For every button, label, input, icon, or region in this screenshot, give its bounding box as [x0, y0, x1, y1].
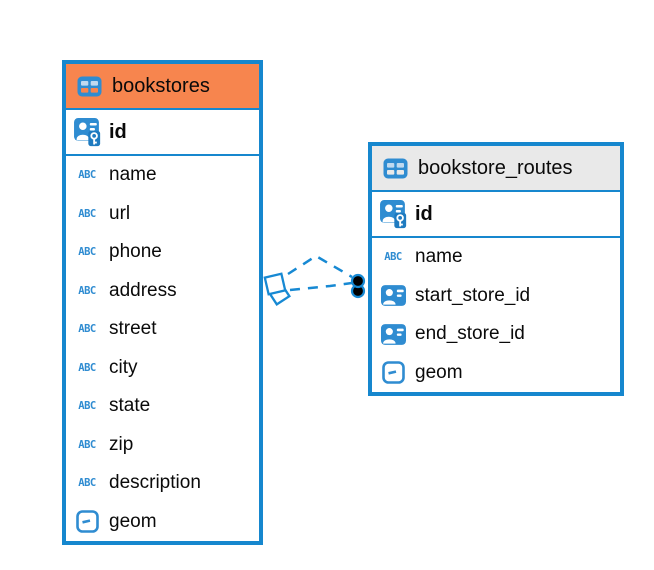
column-name: street [109, 318, 157, 340]
column-name: name [109, 164, 157, 186]
column-row-url[interactable]: ABC url [66, 195, 259, 234]
column-row-id[interactable]: id [372, 192, 620, 238]
relationship-endpoint-dot [350, 273, 366, 289]
text-icon: ABC [78, 323, 96, 336]
table-header[interactable]: bookstores [66, 64, 259, 110]
column-name: description [109, 472, 201, 494]
column-row-city[interactable]: ABC city [66, 349, 259, 388]
text-icon: ABC [78, 477, 96, 490]
column-name: start_store_id [415, 284, 531, 306]
column-row-phone[interactable]: ABC phone [66, 233, 259, 272]
table-icon [381, 153, 409, 183]
relationship-line[interactable] [289, 281, 353, 292]
many-cardinality-marker [263, 272, 291, 306]
column-name: end_store_id [415, 323, 525, 345]
relationship-line[interactable] [287, 254, 353, 279]
column-row-zip[interactable]: ABC zip [66, 426, 259, 465]
column-row-address[interactable]: ABC address [66, 272, 259, 311]
table-title: bookstore_routes [418, 156, 573, 179]
column-row-geom[interactable]: geom [66, 503, 259, 542]
table-title: bookstores [112, 74, 210, 97]
column-name: phone [109, 241, 162, 263]
column-name: id [415, 202, 433, 225]
column-row-name[interactable]: ABC name [66, 156, 259, 195]
column-row-end_store_id[interactable]: end_store_id [372, 315, 620, 354]
column-name: state [109, 395, 151, 417]
table-bookstore-routes[interactable]: bookstore_routes id ABC name start_store_… [368, 142, 624, 396]
text-icon: ABC [78, 400, 96, 413]
table-header[interactable]: bookstore_routes [372, 146, 620, 192]
column-row-start_store_id[interactable]: start_store_id [372, 277, 620, 316]
text-icon: ABC [78, 169, 96, 182]
primary-key-icon [73, 117, 101, 147]
table-icon [75, 71, 103, 101]
column-name: id [109, 120, 127, 143]
column-row-street[interactable]: ABC street [66, 310, 259, 349]
column-name: geom [109, 510, 157, 532]
primary-key-icon [379, 199, 407, 229]
column-row-state[interactable]: ABC state [66, 387, 259, 426]
column-name: address [109, 279, 177, 301]
column-name: zip [109, 433, 134, 455]
column-name: geom [415, 361, 463, 383]
text-icon: ABC [78, 438, 96, 451]
text-icon: ABC [78, 207, 96, 220]
column-name: city [109, 356, 138, 378]
reference-icon [379, 319, 407, 349]
text-icon: ABC [78, 246, 96, 259]
geometry-icon [73, 507, 101, 537]
text-icon: ABC [78, 361, 96, 374]
column-row-geom[interactable]: geom [372, 354, 620, 393]
column-name: name [415, 246, 463, 268]
column-name: url [109, 202, 131, 224]
reference-icon [379, 281, 407, 311]
text-icon: ABC [78, 284, 96, 297]
text-icon: ABC [384, 251, 402, 264]
column-row-id[interactable]: id [66, 110, 259, 156]
column-row-description[interactable]: ABC description [66, 464, 259, 503]
geometry-icon [379, 358, 407, 388]
column-row-name[interactable]: ABC name [372, 238, 620, 277]
